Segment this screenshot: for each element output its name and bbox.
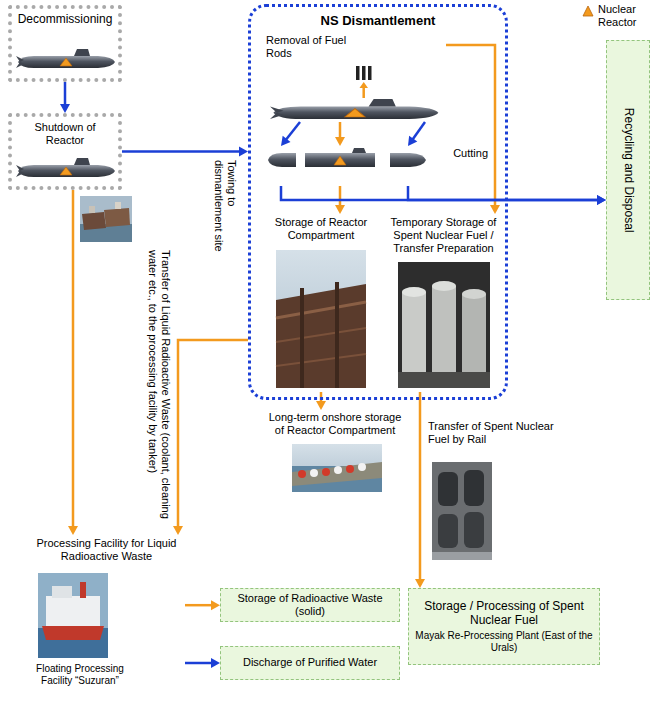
flow-arrow (122, 147, 248, 157)
step-group: Cutting (264, 146, 490, 186)
submarine-icon (270, 99, 438, 119)
arrowhead (490, 205, 500, 214)
tanker-photo (80, 196, 132, 242)
step-label: Long-term onshore storage of Reactor Com… (262, 410, 408, 437)
outcome-box: Storage of Radioactive Waste (solid) (220, 588, 400, 622)
connector-line (72, 190, 75, 528)
arrowhead (335, 205, 345, 214)
connector-line (339, 122, 342, 139)
step-label: Removal of Fuel Rods (264, 32, 348, 60)
flow-arrow (415, 392, 425, 588)
edge-label-box: Transfer of Spent Nuclear Fuel by Rail (428, 420, 568, 446)
step-label: Storage of Reactor Compartment (266, 214, 376, 242)
legend-swatch (582, 5, 596, 17)
rail-transport-photo (432, 462, 492, 560)
region-title: NS Dismantlement (251, 7, 505, 29)
cut-sections (268, 148, 426, 167)
storage-step: Long-term onshore storage of Reactor Com… (262, 410, 408, 494)
connector-line (285, 122, 300, 141)
flow-arrow (316, 392, 326, 410)
connector-line (281, 186, 599, 200)
stage-box: Decommissioning (8, 5, 122, 82)
flow-arrow (446, 45, 500, 214)
flow-arrow (335, 186, 345, 214)
outcome-label: Discharge of Purified Water (221, 653, 399, 672)
outcome-label: Storage of Radioactive Waste (solid) (221, 589, 399, 621)
flow-arrow (185, 658, 220, 668)
stage-box: Shutdown of Reactor (8, 113, 122, 190)
flow-arrow (281, 186, 606, 205)
arrowhead (211, 600, 220, 610)
connector-line (64, 82, 67, 106)
outcome-box: Storage / Processing of Spent Nuclear Fu… (408, 588, 600, 665)
edge-label: Transfer of Liquid Radioactive Waste (co… (146, 250, 172, 522)
submarine-icon (16, 158, 115, 177)
cask-storage-photo (398, 262, 490, 388)
arrowhead (408, 136, 417, 146)
outcome-note: Mayak Re-Processing Plant (East of the U… (409, 627, 599, 657)
arrowhead (68, 526, 78, 535)
submarine-icon (16, 49, 115, 68)
connector-line (412, 122, 425, 140)
outcome-box: Recycling and Disposal (606, 40, 650, 300)
arrowhead (239, 147, 248, 157)
connector-line (408, 186, 599, 200)
facility-group: Processing Facility for Liquid Radioacti… (28, 535, 185, 713)
connector-line (419, 392, 422, 581)
arrowhead (415, 579, 425, 588)
arrowhead (597, 195, 606, 205)
arrowhead (597, 195, 606, 205)
legend-label: Nuclear Reactor (596, 3, 658, 29)
dismantlement-region: NS DismantlementRemoval of Fuel RodsCutt… (248, 4, 508, 400)
edge-label: Transfer of Spent Nuclear Fuel by Rail (428, 420, 568, 446)
edge-label-box: Towing to dismantlement site (212, 160, 238, 260)
flow-arrow (68, 190, 78, 535)
connector-line (185, 604, 213, 607)
storage-step: Temporary Storage of Spent Nuclear Fuel … (384, 214, 503, 392)
flow-arrow (60, 82, 70, 113)
arrowhead (60, 104, 70, 113)
flow-arrow (173, 340, 248, 535)
box-title: Decommissioning (12, 9, 118, 26)
onshore-storage-photo (292, 444, 382, 492)
edge-label: Towing to dismantlement site (212, 160, 238, 260)
outcome-label: Storage / Processing of Spent Nuclear Fu… (409, 596, 599, 628)
outcome-label: Recycling and Disposal (621, 108, 635, 233)
arrowhead (211, 658, 220, 668)
reactor-compartment-photo (276, 250, 366, 388)
connector-line (122, 150, 241, 153)
outcome-box: Discharge of Purified Water (220, 646, 400, 680)
arrowhead (173, 526, 183, 535)
step-label: Cutting (453, 146, 490, 160)
connector-line (446, 45, 495, 207)
arrowhead (316, 401, 326, 410)
reactor-symbol (583, 6, 593, 16)
legend-entry: Nuclear Reactor (582, 3, 658, 29)
fuel-rods (356, 66, 372, 98)
storage-step: Storage of Reactor Compartment (266, 214, 376, 392)
step-group: Removal of Fuel Rods (264, 32, 446, 122)
connector-line (339, 186, 342, 207)
facility-label: Processing Facility for Liquid Radioacti… (28, 535, 185, 563)
connector-line (185, 662, 213, 665)
photo-caption: Floating Processing Facility “Suzuran” (30, 663, 130, 687)
arrowhead (281, 136, 291, 146)
box-title: Shutdown of Reactor (12, 117, 118, 147)
arrowhead (335, 137, 345, 146)
suzuran-photo (38, 573, 108, 658)
flow-arrow (185, 600, 220, 610)
flow-arrow (281, 122, 425, 146)
connector-line (178, 340, 248, 528)
step-label: Temporary Storage of Spent Nuclear Fuel … (384, 214, 503, 256)
edge-label-box: Transfer of Liquid Radioactive Waste (co… (146, 250, 172, 522)
